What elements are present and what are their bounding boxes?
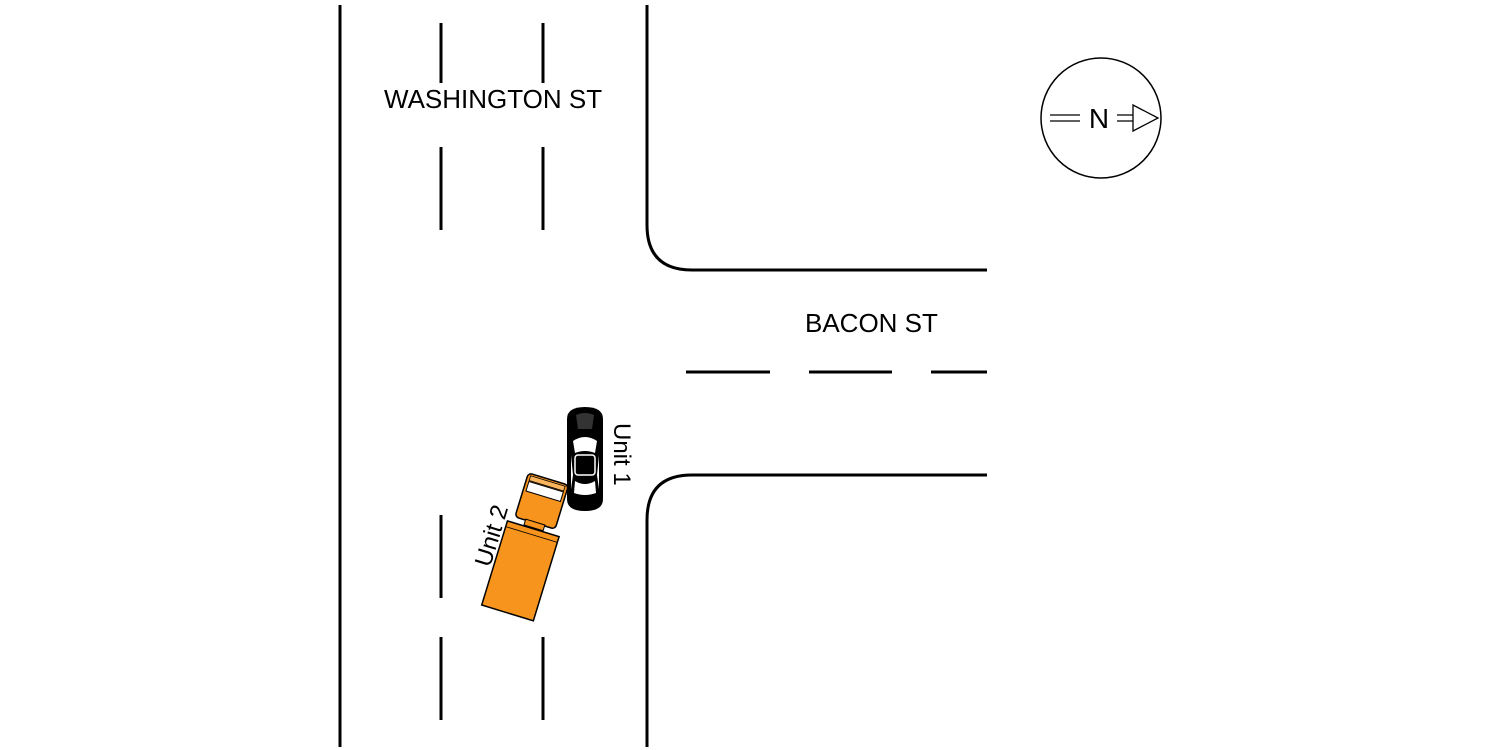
washington-st-label: WASHINGTON ST xyxy=(384,84,602,114)
washington-st-east-edge-north-corner xyxy=(645,5,987,272)
bacon-st-label: BACON ST xyxy=(805,308,938,338)
north-arrow-icon: N xyxy=(1040,57,1162,179)
compass-letter: N xyxy=(1089,103,1109,134)
unit-1-label: Unit 1 xyxy=(608,423,635,486)
unit-2-truck-icon xyxy=(480,473,569,622)
unit-1-car-icon xyxy=(567,407,603,511)
washington-st-east-edge-south-corner xyxy=(645,473,987,747)
